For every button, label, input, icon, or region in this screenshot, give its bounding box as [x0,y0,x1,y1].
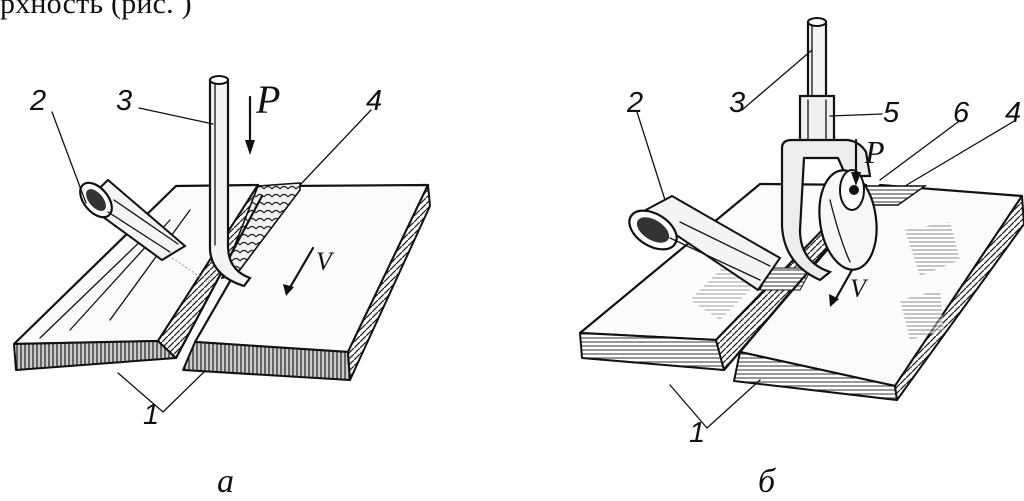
workpiece-right-a [182,183,431,381]
leader-3-b [741,49,813,111]
gas-nozzle-a [79,178,187,262]
force-arrow-b [851,138,861,186]
label-weld-seam-b: 4 [1005,97,1021,129]
label-gas-nozzle-a: 2 [29,85,46,117]
rod-tool-b [806,17,828,100]
velocity-arrow-a [283,246,315,296]
force-arrow-a [245,95,255,155]
velocity-arrow-b [829,268,854,307]
figure-b: 2 3 5 6 4 P V 1 б [578,17,1024,500]
bushing-b [798,94,836,146]
leader-6-b [879,121,959,181]
label-workpieces-b: 1 [689,417,705,449]
joint-line-a [174,194,264,360]
caption-b: б [758,463,777,500]
leader-5-b [829,113,883,117]
label-weld-seam-a: 4 [366,85,382,117]
roller-fork-b [780,138,878,282]
leader-1-a [117,371,205,413]
leader-1-b [669,379,761,429]
rod-tool-a [208,75,252,288]
label-roller-b: 6 [953,97,970,129]
label-workpieces-a: 1 [143,399,159,431]
gas-nozzle-b [628,194,782,292]
label-rod-tool-b: 3 [729,87,745,119]
page-top-text: рхность (рис. ) [0,0,192,20]
label-velocity-b: V [850,274,869,303]
figure-a: 2 3 P 4 V 1 a [12,75,431,500]
leader-3-a [138,107,214,125]
caption-a: a [217,463,234,500]
workpiece-left-a [12,183,263,371]
label-force-b: P [864,134,885,170]
label-velocity-a: V [316,247,335,276]
workpiece-right-b [733,183,1024,401]
label-bushing-b: 5 [883,97,900,129]
leader-2-b [636,111,666,201]
leader-4-b [904,119,1017,187]
label-rod-tool-a: 3 [116,85,132,117]
label-force-a: P [255,77,280,122]
leader-4-a [299,109,372,186]
leader-2-a [51,111,87,204]
label-gas-nozzle-b: 2 [626,87,643,119]
